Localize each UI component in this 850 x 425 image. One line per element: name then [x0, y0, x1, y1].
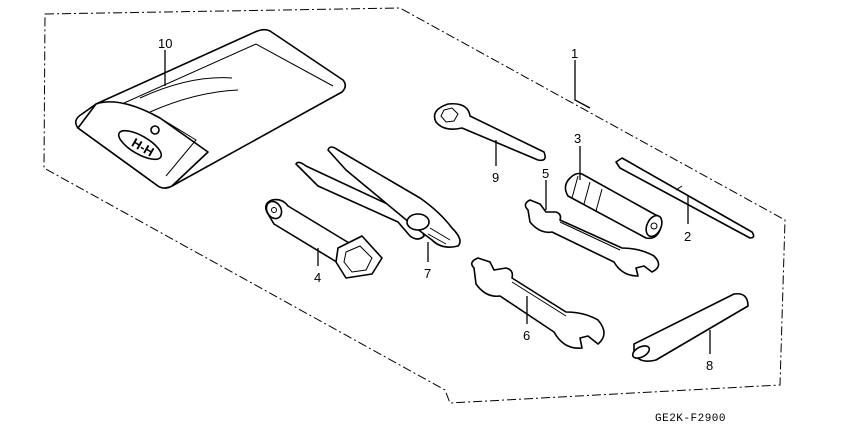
ring-spanner [433, 102, 546, 162]
callout-8: 8 [706, 358, 713, 373]
callout-5: 5 [542, 166, 549, 181]
screwdriver-handle [564, 172, 663, 240]
leader-lines [164, 50, 711, 354]
callout-10: 10 [158, 36, 172, 51]
extension-tube [631, 292, 749, 362]
pliers [295, 146, 461, 248]
callout-9: 9 [492, 170, 499, 185]
callout-4: 4 [314, 270, 321, 285]
callout-6: 6 [523, 328, 530, 343]
small-open-end-spanner [524, 199, 660, 277]
callout-2: 2 [684, 229, 691, 244]
screwdriver-bit [615, 157, 755, 239]
callout-7: 7 [424, 266, 431, 281]
callout-3: 3 [574, 131, 581, 146]
callout-1: 1 [571, 46, 578, 61]
large-open-end-spanner [470, 257, 605, 349]
drawing-code: GE2K-F2900 [655, 413, 726, 425]
box-spanner [264, 198, 383, 279]
assembly-boundary [43, 7, 786, 404]
tool-pouch: H-H [74, 28, 347, 189]
